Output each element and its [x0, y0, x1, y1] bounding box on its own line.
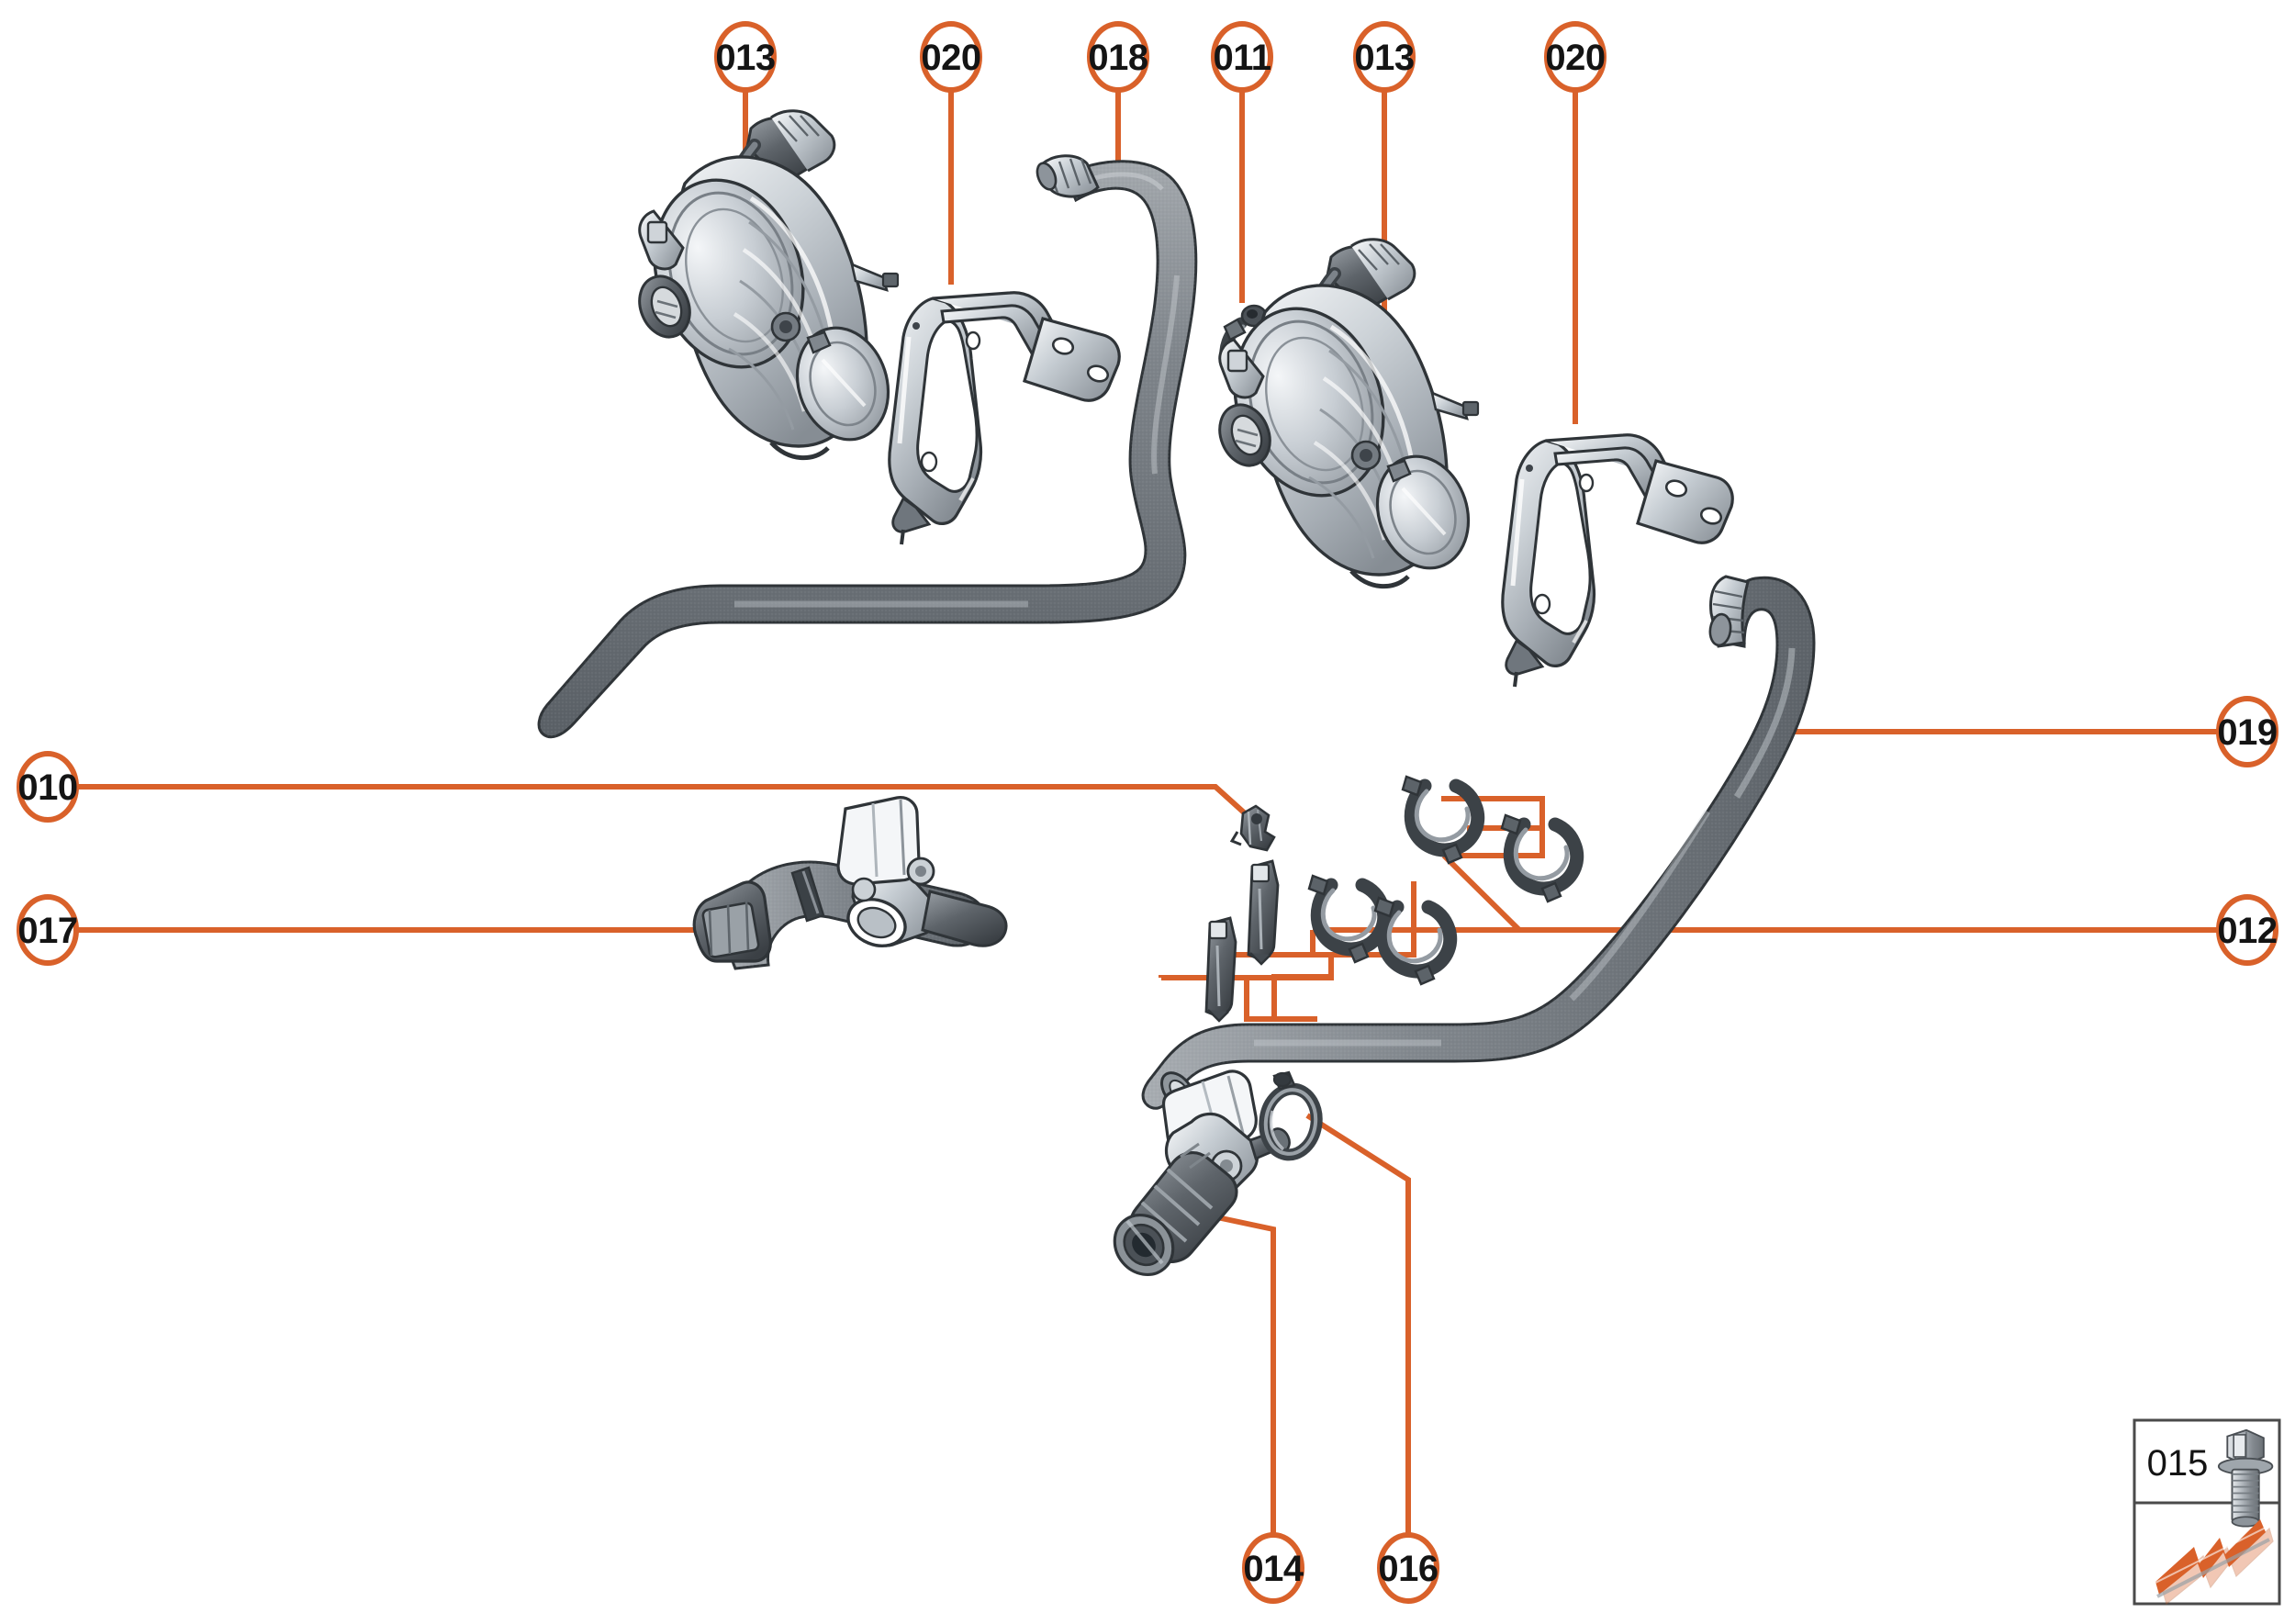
callout-011-hose-clip-small[interactable]: 011 — [1211, 21, 1273, 93]
part-012-clamp-d — [1373, 896, 1458, 986]
callout-012-hose-clamp-set[interactable]: 012 — [2216, 894, 2278, 966]
callout-017-combination-valve-pipe[interactable]: 017 — [17, 894, 79, 966]
part-020-pump-bracket-left — [888, 291, 1121, 545]
callout-bubbles-layer: 013 020 018 011 013 020 019 012 010 017 014 016 — [17, 21, 2278, 1604]
hose-019-end-fitting — [1708, 575, 1750, 648]
callout-label: 011 — [1213, 38, 1271, 78]
part-019-air-hose-right — [1141, 575, 1816, 1110]
callout-label: 018 — [1088, 38, 1148, 78]
callout-label: 019 — [2217, 712, 2277, 753]
part-010-retaining-clip — [1229, 804, 1276, 852]
legend-bolt-label: 015 — [2147, 1443, 2209, 1484]
legend-box[interactable]: 015 — [2133, 1418, 2281, 1606]
callout-label: 012 — [2217, 911, 2277, 951]
callout-label: 013 — [1354, 38, 1414, 78]
part-014-check-valve-connector — [1113, 1070, 1291, 1277]
part-013-secondary-air-pump-left — [638, 109, 900, 461]
callout-bubble-outline — [2216, 696, 2278, 767]
callout-bubble-outline — [920, 21, 982, 93]
part-013-secondary-air-pump-right — [1218, 238, 1480, 589]
callout-label: 013 — [715, 38, 775, 78]
callout-label: 010 — [17, 767, 77, 808]
part-016-ring-clamp — [1259, 1070, 1323, 1161]
hex-flange-bolt-icon — [2217, 1428, 2274, 1528]
orange-assembly-arrow-icon — [2153, 1519, 2274, 1606]
callout-bubble-outline — [1211, 21, 1273, 93]
callout-bubble-outline — [1544, 21, 1606, 93]
hose-018-end-fitting — [1036, 154, 1100, 198]
part-012-clamp-a — [1401, 775, 1485, 865]
part-018-air-hose-left — [537, 154, 1198, 739]
callout-bubble-outline — [1087, 21, 1149, 93]
leader-010 — [76, 784, 1247, 815]
callout-bubble-outline — [17, 894, 79, 966]
callout-bubble-outline — [714, 21, 777, 93]
callout-label: 016 — [1378, 1549, 1438, 1589]
part-017-combination-valve-pipe — [692, 796, 1008, 970]
callout-bubble-outline — [17, 751, 79, 823]
callout-013-secondary-air-pump-left[interactable]: 013 — [714, 21, 777, 93]
callout-bubble-outline — [2216, 894, 2278, 966]
leader-012-b13 — [1244, 978, 1317, 1022]
leader-016 — [1305, 1113, 1411, 1535]
callout-010-retaining-clip[interactable]: 010 — [17, 751, 79, 823]
part-012-strap-a — [1247, 859, 1280, 966]
callout-bubble-outline — [1377, 1532, 1439, 1604]
callout-019-air-hose-right[interactable]: 019 — [2216, 696, 2278, 767]
part-012-strap-b — [1204, 916, 1237, 1023]
callout-020-pump-mounting-bracket-right[interactable]: 020 — [1544, 21, 1606, 93]
callout-bubble-outline — [1242, 1532, 1304, 1604]
callout-label: 017 — [17, 911, 77, 951]
callout-020-pump-mounting-bracket-left[interactable]: 020 — [920, 21, 982, 93]
leader-012-b1 — [1441, 853, 1522, 933]
callout-013-secondary-air-pump-right[interactable]: 013 — [1353, 21, 1416, 93]
callout-018-air-hose-left[interactable]: 018 — [1087, 21, 1149, 93]
callout-016-ring-clamp[interactable]: 016 — [1377, 1532, 1439, 1604]
part-012-clamp-b — [1500, 813, 1584, 903]
callout-label: 020 — [921, 38, 980, 78]
callout-bubble-outline — [1353, 21, 1416, 93]
callout-014-check-valve-connector[interactable]: 014 — [1242, 1532, 1304, 1604]
callout-label: 020 — [1545, 38, 1605, 78]
callout-label: 014 — [1243, 1549, 1304, 1589]
part-020-pump-bracket-right — [1501, 433, 1734, 688]
